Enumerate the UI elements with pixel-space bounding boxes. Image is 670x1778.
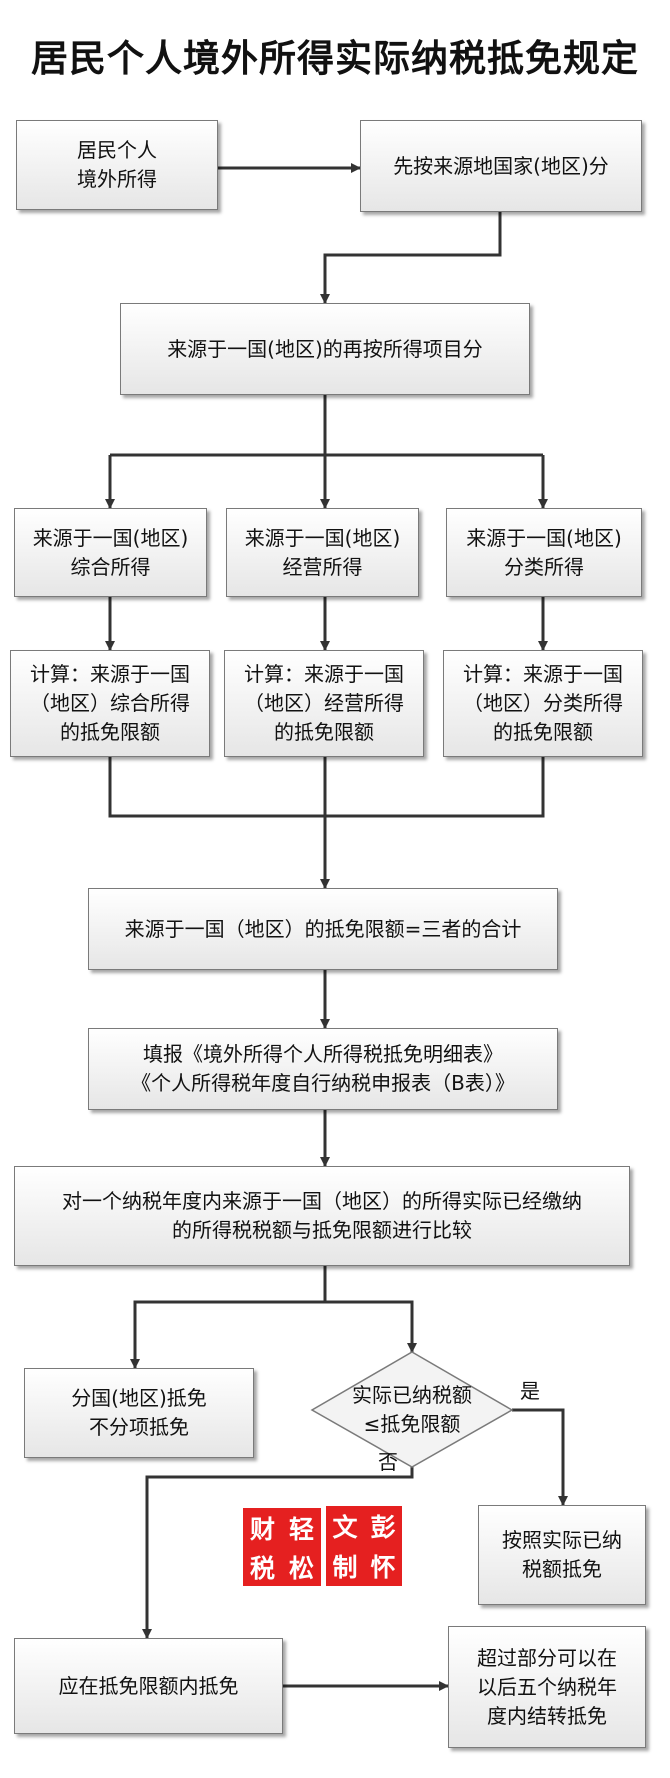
calc-business-line3: 的抵免限额 [274,720,374,744]
node-carry-forward: 超过部分可以在 以后五个纳税年 度内结转抵免 [448,1626,646,1748]
arrow-to-country-note [130,1266,327,1369]
node-compare-line2: 的所得税税额与抵免限额进行比较 [172,1218,472,1242]
node-by-item: 来源于一国(地区)的再按所得项目分 [120,303,530,395]
node-compare: 对一个纳税年度内来源于一国（地区）的所得实际已经缴纳 的所得税税额与抵免限额进行… [14,1166,630,1266]
calc-comprehensive-line1: 计算：来源于一国 [30,662,190,686]
node-business-income: 来源于一国(地区) 经营所得 [226,508,419,597]
node-resident-income-line1: 居民个人 [77,138,157,162]
seal-caiqing: 财 轻 税 松 [243,1508,321,1586]
node-by-item-text: 来源于一国(地区)的再按所得项目分 [167,336,483,361]
node-by-country: 先按来源地国家(地区)分 [360,120,642,212]
node-credit-within-limit: 应在抵免限额内抵免 [14,1638,283,1734]
node-fill-forms: 填报《境外所得个人所得税抵免明细表》 《个人所得税年度自行纳税申报表（B表）》 [88,1028,558,1110]
decision-line1: 实际已纳税额 [352,1383,472,1407]
yes-label: 是 [520,1379,540,1403]
calc-business-line2: （地区）经营所得 [244,691,404,715]
calc-classified-line3: 的抵免限额 [493,720,593,744]
seal-char: 税 [249,1553,275,1583]
seal-char: 制 [332,1553,358,1582]
node-by-country-note: 分国(地区)抵免 不分项抵免 [24,1368,254,1458]
node-calc-classified: 计算：来源于一国 （地区）分类所得 的抵免限额 [443,650,643,757]
arrow-country-to-item [320,212,502,304]
arrow-to-decision [325,1300,417,1353]
seal-pengwenhuai: 文 彭 制 怀 [326,1506,402,1586]
node-total-limit: 来源于一国（地区）的抵免限额=三者的合计 [88,888,558,970]
node-business-line1: 来源于一国(地区) [244,525,401,550]
node-calc-comprehensive: 计算：来源于一国 （地区）综合所得 的抵免限额 [10,650,210,757]
node-by-country-note-line1: 分国(地区)抵免 [71,1386,207,1410]
seal-char: 财 [249,1514,275,1544]
page-title: 居民个人境外所得实际纳税抵免规定 [31,37,639,80]
node-comprehensive-line1: 来源于一国(地区) [32,525,189,550]
node-compare-line1: 对一个纳税年度内来源于一国（地区）的所得实际已经缴纳 [62,1189,582,1213]
seal-char: 彭 [370,1513,396,1542]
node-by-country-text: 先按来源地国家(地区)分 [393,153,609,178]
node-carry-forward-line1: 超过部分可以在 [477,1645,617,1670]
node-comprehensive-income: 来源于一国(地区) 综合所得 [14,508,207,597]
node-fill-forms-line2: 《个人所得税年度自行纳税申报表（B表）》 [131,1071,515,1095]
node-classified-line2: 分类所得 [504,554,584,579]
calc-business-line1: 计算：来源于一国 [244,662,404,686]
seal-char: 轻 [288,1514,314,1544]
arrow-no [142,1467,414,1639]
node-fill-forms-line1: 填报《境外所得个人所得税抵免明细表》 [143,1042,503,1066]
node-carry-forward-line2: 以后五个纳税年 [477,1674,617,1699]
decision-line2: ≤抵免限额 [363,1412,461,1436]
calc-classified-line1: 计算：来源于一国 [463,662,623,686]
node-classified-income: 来源于一国(地区) 分类所得 [446,508,642,597]
calc-classified-line2: （地区）分类所得 [463,691,623,715]
decision-label: 实际已纳税额 ≤抵免限额 [322,1370,502,1450]
arrow-yes [512,1408,568,1506]
node-resident-income: 居民个人 境外所得 [16,120,218,210]
node-actual-tax-line2: 税额抵免 [522,1557,602,1581]
calc-comprehensive-line2: （地区）综合所得 [30,691,190,715]
node-credit-within-limit-text: 应在抵免限额内抵免 [58,1673,239,1698]
node-actual-tax-credit: 按照实际已纳 税额抵免 [478,1505,646,1605]
node-calc-business: 计算：来源于一国 （地区）经营所得 的抵免限额 [224,650,424,757]
no-label: 否 [378,1450,398,1474]
seal-char: 文 [332,1513,358,1542]
node-carry-forward-line3: 度内结转抵免 [487,1703,607,1728]
node-comprehensive-line2: 综合所得 [70,554,151,579]
node-resident-income-line2: 境外所得 [77,167,157,191]
node-business-line2: 经营所得 [282,554,363,579]
node-actual-tax-line1: 按照实际已纳 [502,1528,622,1552]
node-by-country-note-line2: 不分项抵免 [89,1415,189,1439]
decision-diamond [310,1351,514,1468]
node-classified-line1: 来源于一国(地区) [466,525,622,550]
calc-comprehensive-line3: 的抵免限额 [60,720,160,744]
seal-char: 松 [288,1553,314,1583]
node-total-limit-text: 来源于一国（地区）的抵免限额=三者的合计 [124,916,522,941]
seal-char: 怀 [370,1553,396,1582]
